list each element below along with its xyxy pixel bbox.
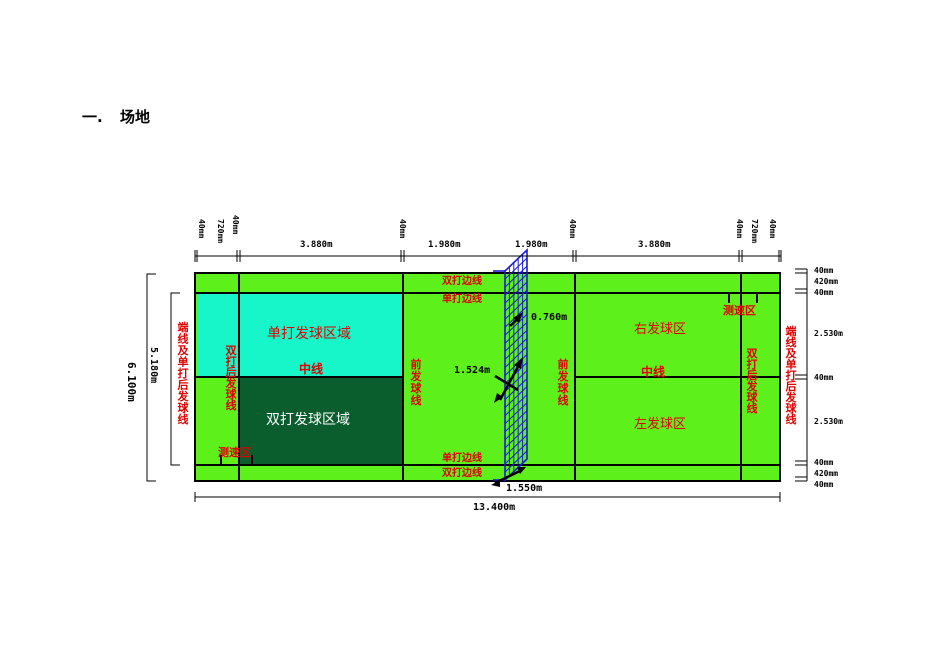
dim-top-9: 3.880m [638,240,671,250]
dim-right-3: 40mm [814,288,833,297]
front-service-line-left-label: 前发球线 [410,357,423,407]
section-number: 一. [82,108,103,126]
arrow [498,360,523,401]
arrow-head [513,312,523,323]
dim-top-10: 40mm [735,219,744,238]
dim-right-4: 2.530m [814,329,843,338]
dim-right-6: 2.530m [814,417,843,426]
top-dimension-ticks [194,250,782,262]
doubles-back-service-line-right-label: 双打后发球线 [746,347,759,415]
dim-top-6: 1.980m [428,240,461,250]
dim-right-8: 420mm [814,469,838,478]
net-height-label: 1.524m [454,365,490,376]
net-post-height-label: 0.760m [531,312,567,323]
doubles-service-area [239,377,403,465]
dim-right-7: 40mm [814,458,833,467]
doubles-service-area-label: 双打发球区域 [266,411,350,428]
arrow-head [517,467,526,474]
singles-sideline-bottom-label: 单打边线 [442,451,482,464]
dim-top-4: 3.880m [300,240,333,250]
total-width-label: 6.100m [125,362,138,402]
singles-width-label: 5.180m [148,347,159,383]
left-service-court-label: 左发球区 [634,416,686,432]
dim-top-3: 40mm [231,215,240,234]
dim-top-2: 720mm [216,219,225,243]
net [493,248,528,482]
right-dimension-ticks [795,268,808,482]
end-line-right-label: 端线及单打后发球线 [785,324,798,426]
doubles-sideline-top-label: 双打边线 [442,274,482,287]
arrow-head [494,393,503,403]
dim-top-11: 720mm [750,219,759,243]
front-service-line-right-label: 前发球线 [557,357,570,407]
section-heading: 一. 场地 [82,106,150,127]
arrow-head [514,357,523,369]
dim-top-12: 40mm [768,219,777,238]
arrow-head [491,480,500,487]
dim-top-5: 40mm [398,219,407,238]
section-title: 场地 [119,108,150,126]
speed-zone-right-label: 测速区 [723,303,756,317]
bottom-dimension [194,492,781,502]
dim-right-2: 420mm [814,277,838,286]
singles-width-bracket [170,292,180,466]
center-line-right-label: 中线 [641,364,665,379]
net-mesh [504,254,528,476]
center-line-left-label: 中线 [299,361,323,376]
end-line-left-label: 端线及单打后发球线 [177,320,190,426]
singles-service-area-label: 单打发球区域 [267,325,351,342]
arrow [494,374,519,392]
left-brackets [146,273,180,482]
net-bottom-label: 1.550m [506,483,542,494]
dim-top-1: 40mm [197,219,206,238]
doubles-sideline-bottom-label: 双打边线 [442,466,482,479]
dimension-arrows [491,312,526,487]
court-lines [194,272,781,482]
speed-zone-left-label: 测速区 [218,445,251,459]
net-frame [504,248,528,482]
dim-top-7: 1.980m [515,240,548,250]
dim-top-8: 40mm [568,219,577,238]
singles-sideline-top-label: 单打边线 [442,292,482,305]
right-service-court-label: 右发球区 [634,321,686,337]
dim-right-9: 40mm [814,480,833,489]
dim-right-5: 40mm [814,373,833,382]
total-width-bracket [146,273,156,482]
doubles-back-service-line-left-label: 双打后发球线 [225,344,238,412]
total-length-label: 13.400m [473,502,515,513]
singles-service-area [197,293,403,377]
dim-right-1: 40mm [814,266,833,275]
